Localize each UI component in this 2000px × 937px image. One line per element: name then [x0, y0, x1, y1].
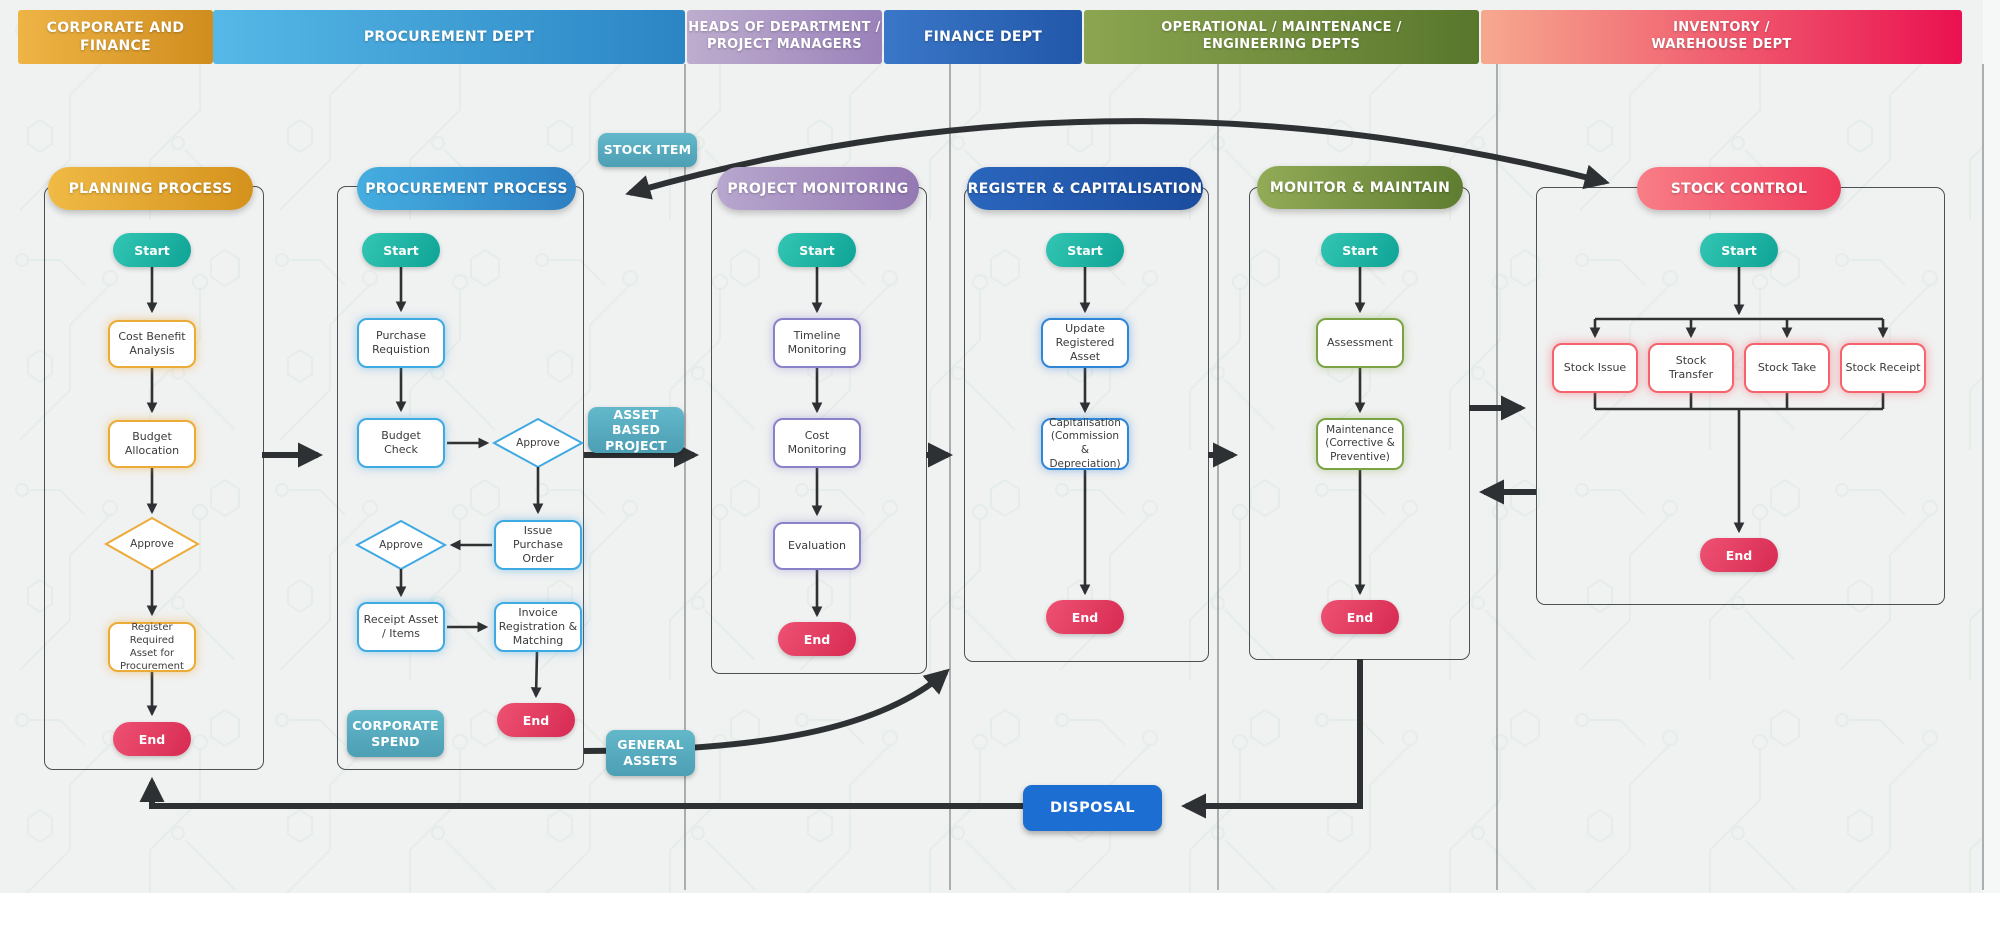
start-monitor: Start: [1321, 233, 1399, 267]
lane-header-inventory-warehouse: INVENTORY / WAREHOUSE DEPT: [1481, 10, 1962, 64]
node-stock-transfer: Stock Transfer: [1648, 343, 1734, 393]
lane-header-procurement-dept: PROCUREMENT DEPT: [213, 10, 685, 64]
node-capitalisation: Capitalisation (Commission & Depreciatio…: [1041, 417, 1129, 470]
node-issue-purchase-order: Issue Purchase Order: [494, 520, 582, 570]
end-monitor: End: [1321, 600, 1399, 634]
pill-register-capitalisation: REGISTER & CAPITALISATION: [967, 167, 1203, 210]
tag-general-assets: GENERAL ASSETS: [606, 730, 695, 776]
decision-approve-budget: Approve: [516, 437, 560, 449]
start-planning: Start: [113, 233, 191, 267]
node-stock-issue: Stock Issue: [1552, 343, 1638, 393]
canvas-background-right: [1983, 0, 2000, 893]
container-planning-process: [44, 186, 264, 770]
node-budget-allocation: Budget Allocation: [108, 420, 196, 468]
lane-header-corporate-and-finance: CORPORATE AND FINANCE: [18, 10, 213, 64]
node-invoice-registration-matching: Invoice Registration & Matching: [494, 602, 582, 652]
pill-planning-process: PLANNING PROCESS: [48, 167, 253, 210]
node-maintenance: Maintenance (Corrective & Preventive): [1316, 418, 1404, 470]
decision-approve-po: Approve: [379, 539, 423, 551]
node-timeline-monitoring: Timeline Monitoring: [773, 318, 861, 368]
start-procurement: Start: [362, 233, 440, 267]
end-register: End: [1046, 600, 1124, 634]
lane-header-finance-dept: FINANCE DEPT: [884, 10, 1082, 64]
pill-stock-control: STOCK CONTROL: [1637, 167, 1841, 210]
pill-project-monitoring: PROJECT MONITORING: [717, 167, 919, 210]
tag-stock-item: STOCK ITEM: [598, 133, 697, 167]
node-cost-benefit-analysis: Cost Benefit Analysis: [108, 320, 196, 368]
end-stock-control: End: [1700, 538, 1778, 572]
node-register-required-asset: Register Required Asset for Procurement: [108, 622, 196, 672]
end-procurement: End: [497, 703, 575, 737]
start-stock-control: Start: [1700, 233, 1778, 267]
end-project-monitoring: End: [778, 622, 856, 656]
tag-corporate-spend: CORPORATE SPEND: [347, 710, 444, 757]
decision-approve-planning: Approve: [130, 538, 174, 550]
lane-header-operational-maintenance: OPERATIONAL / MAINTENANCE / ENGINEERING …: [1084, 10, 1479, 64]
pill-procurement-process: PROCUREMENT PROCESS: [357, 167, 576, 210]
node-update-registered-asset: Update Registered Asset: [1041, 318, 1129, 368]
node-stock-receipt: Stock Receipt: [1840, 343, 1926, 393]
node-receipt-asset-items: Receipt Asset / Items: [357, 602, 445, 652]
pill-monitor-maintain: MONITOR & MAINTAIN: [1257, 166, 1463, 209]
lane-header-heads-of-department: HEADS OF DEPARTMENT / PROJECT MANAGERS: [687, 10, 882, 64]
tag-asset-based-project: ASSET BASED PROJECT: [588, 407, 684, 453]
end-planning: End: [113, 722, 191, 756]
node-purchase-requistion: Purchase Requistion: [357, 318, 445, 368]
node-budget-check: Budget Check: [357, 418, 445, 468]
node-stock-take: Stock Take: [1744, 343, 1830, 393]
container-procurement-process: [337, 186, 584, 770]
node-evaluation: Evaluation: [773, 522, 861, 570]
start-register: Start: [1046, 233, 1124, 267]
start-project-monitoring: Start: [778, 233, 856, 267]
node-cost-monitoring: Cost Monitoring: [773, 418, 861, 468]
tag-disposal: DISPOSAL: [1023, 785, 1162, 831]
node-assessment: Assessment: [1316, 318, 1404, 368]
